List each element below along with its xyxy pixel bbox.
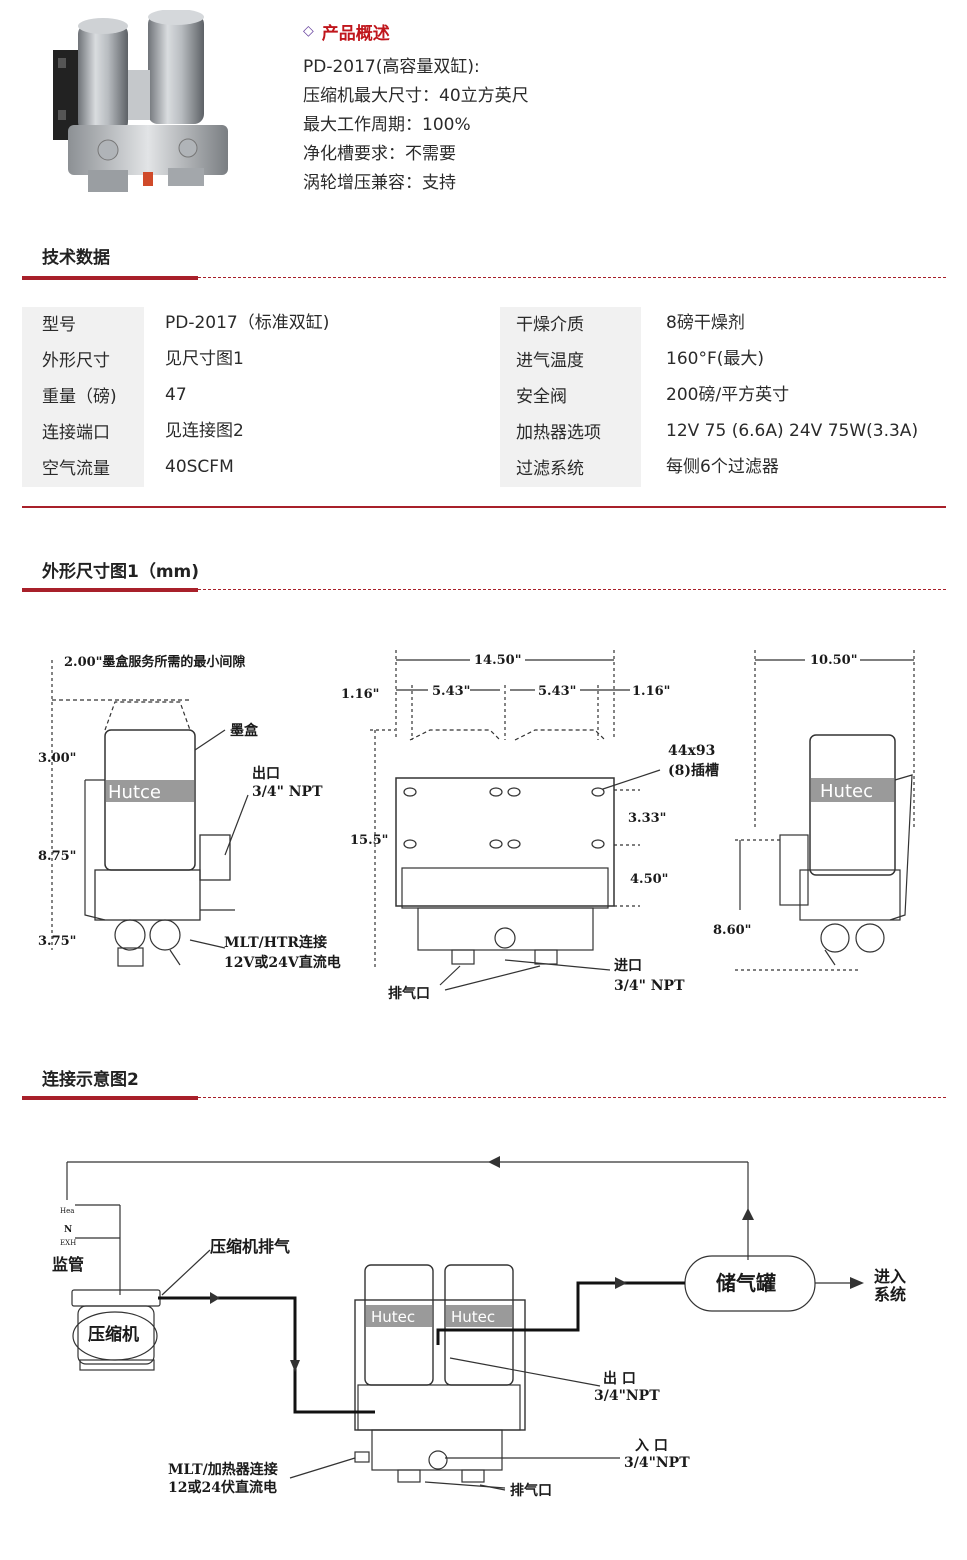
inlet-label: 入 口 [635,1438,668,1454]
spec-value: 12V 75 (6.6A) 24V 75W(3.3A) [666,421,919,441]
connection-drawing: Hutec Hutec Hea N EXH 监管 压缩机 压缩机排气 储气罐 进… [52,1156,906,1499]
tiny-label: Hea [60,1207,74,1215]
tiny-label: EXH [60,1239,76,1247]
exhaust-label: 排气口 [510,1482,552,1499]
overview-title: ◇ 产品概述 [303,18,723,44]
slot-label: (8)插槽 [668,762,719,779]
to-system-label: 进入 [874,1267,906,1286]
clearance-note: 2.00"墨盒服务所需的最小间隙 [64,654,245,670]
spec-value: 40SCFM [165,457,234,477]
dim-left-edge: 1.16" [341,687,379,702]
dim-side-width: 10.50" [810,653,857,668]
table-bottom-rule [22,506,946,508]
spec-value: 见尺寸图1 [165,349,244,369]
dim-slot-gap: 3.33" [628,811,666,826]
mlt-label: MLT/加热器连接 [168,1461,278,1478]
spec-label: 加热器选项 [516,423,601,443]
inlet-label: 进口 [614,958,642,974]
monitor-label: 监管 [52,1255,84,1274]
outlet-label: 出 口 [603,1370,636,1387]
hutec-brand-side: Hutec [820,781,873,802]
section-title-dimensions: 外形尺寸图1（mm) [42,562,200,582]
outlet-size: 3/4" NPT [252,784,323,800]
spec-value: 160°F(最大) [666,349,764,369]
to-system-label: 系统 [874,1285,906,1304]
dim-left-top: 3.00" [38,751,76,766]
spec-label: 安全阀 [516,387,567,407]
dimension-drawing: Hutce 2.00"墨盒服务所需的最小间隙 3.00" 8.75" 3.75"… [38,650,915,1002]
tiny-label: N [64,1225,72,1235]
dim-height: 15.5" [350,833,388,848]
section-rule [22,588,946,592]
overview-line: 涡轮增压兼容：支持 [303,173,456,193]
cartridge-right [148,14,204,124]
dim-left-center: 5.43" [432,684,470,699]
inlet-size: 3/4"NPT [624,1455,690,1471]
product-photo [53,10,228,192]
spec-label: 干燥介质 [516,315,584,335]
spec-value: 200磅/平方英寸 [666,385,790,405]
section-rule [22,1096,946,1100]
tank-label: 储气罐 [716,1271,776,1295]
product-overview: ◇ 产品概述 PD-2017(高容量双缸): 压缩机最大尺寸：40立方英尺 最大… [303,18,723,198]
overview-line: 净化槽要求：不需要 [303,144,456,164]
overview-line: PD-2017(高容量双缸): [303,57,480,77]
spec-value: 8磅干燥剂 [666,313,745,333]
spec-value: PD-2017（标准双缸) [165,313,330,333]
outlet-label: 出口 [252,765,280,782]
spec-value: 47 [165,385,187,405]
mlt-voltage: 12或24伏直流电 [168,1479,277,1496]
spec-label: 型号 [42,315,76,335]
hutec-brand-left: Hutec [371,1308,415,1326]
dim-slot-bottom: 4.50" [630,872,668,887]
overview-title-text: 产品概述 [321,23,390,44]
spec-label: 空气流量 [42,459,110,479]
spec-value: 每侧6个过滤器 [666,457,779,477]
overview-line: 最大工作周期：100% [303,115,471,135]
spec-label: 进气温度 [516,351,584,371]
spec-label: 外形尺寸 [42,351,110,371]
outlet-size: 3/4"NPT [594,1388,660,1404]
dim-right-edge: 1.16" [632,684,670,699]
overview-line: 压缩机最大尺寸：40立方英尺 [303,86,529,106]
dim-overall-width: 14.50" [474,653,521,668]
slot-size: 44x93 [668,743,715,759]
inlet-size: 3/4" NPT [614,978,685,994]
connector-plug [143,172,153,186]
mlt-voltage: 12V或24V直流电 [224,954,341,971]
dim-left-mid: 8.75" [38,849,76,864]
dim-left-bottom: 3.75" [38,934,76,949]
mlt-label: MLT/HTR连接 [224,934,327,951]
cartridge-label: 墨盒 [230,722,259,739]
dim-side-height: 8.60" [713,923,751,938]
exhaust-label: 排气口 [388,985,430,1002]
compressor-exhaust-label: 压缩机排气 [210,1237,290,1256]
spec-label: 连接端口 [42,423,110,443]
hutce-brand: Hutce [108,782,161,803]
spec-label: 过滤系统 [516,459,584,479]
dim-right-center: 5.43" [538,684,576,699]
cartridge-left [78,24,128,132]
hutec-brand-right: Hutec [451,1308,495,1326]
section-title-connection: 连接示意图2 [42,1070,139,1090]
section-rule [22,276,946,280]
section-title-specs: 技术数据 [42,248,110,268]
compressor-label: 压缩机 [88,1324,139,1345]
spec-value: 见连接图2 [165,421,244,441]
valve-body [68,125,228,175]
spec-table: 型号 外形尺寸 重量（磅) 连接端口 空气流量 PD-2017（标准双缸) 见尺… [22,307,946,487]
diamond-icon: ◇ [303,23,314,39]
spec-label: 重量（磅) [42,387,117,407]
